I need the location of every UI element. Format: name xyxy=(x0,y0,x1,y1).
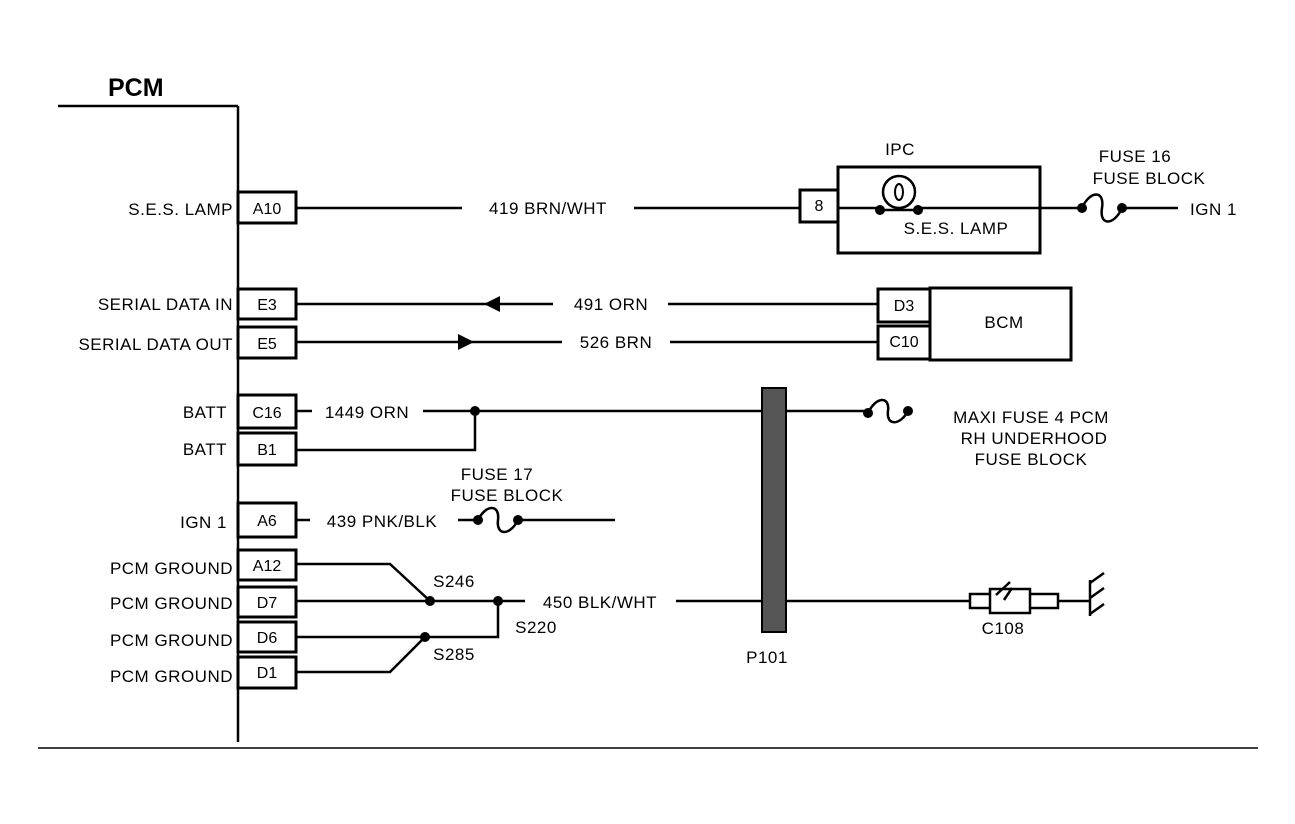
ipc-box xyxy=(836,165,1042,255)
pin-d6-label: D6 xyxy=(257,630,278,647)
c108-connector-icon xyxy=(968,581,1090,615)
wire-526-label: 526 BRN xyxy=(580,333,652,352)
wire-419-label: 419 BRN/WHT xyxy=(489,199,607,218)
bcm-pin-d3-label: D3 xyxy=(894,298,915,315)
fuse17-label-2: FUSE BLOCK xyxy=(451,486,564,505)
batt-label-1: BATT xyxy=(183,403,227,422)
pin-e5-label: E5 xyxy=(257,336,277,353)
pcm-ground-label-2: PCM GROUND xyxy=(110,594,233,613)
pin-d1: D1 xyxy=(236,655,298,690)
s285-label: S285 xyxy=(433,645,475,664)
bcm-pin-d3: D3 xyxy=(876,287,932,324)
bcm-pin-c10-label: C10 xyxy=(889,334,918,351)
pin-b1: B1 xyxy=(236,431,298,467)
fuse16-icon xyxy=(1040,193,1178,223)
fuse16-label-2: FUSE BLOCK xyxy=(1093,169,1206,188)
fuse17-label-1: FUSE 17 xyxy=(461,465,533,484)
arrow-right-icon xyxy=(458,334,474,350)
wire-d6-ground xyxy=(296,601,500,639)
p101-connector xyxy=(761,387,787,633)
pin-c16-label: C16 xyxy=(252,405,281,422)
ign1-right-label: IGN 1 xyxy=(1190,200,1237,219)
fuse16-label-1: FUSE 16 xyxy=(1099,147,1171,166)
pin-e3: E3 xyxy=(236,287,298,321)
maxi-fuse-label-2: RH UNDERHOOD xyxy=(961,429,1108,448)
chassis-ground-icon xyxy=(1088,571,1105,616)
serial-data-out-label: SERIAL DATA OUT xyxy=(78,335,233,354)
ses-lamp-label: S.E.S. LAMP xyxy=(128,200,233,219)
pin-e3-label: E3 xyxy=(257,297,277,314)
pin-d1-label: D1 xyxy=(257,665,278,682)
s220-label: S220 xyxy=(515,618,557,637)
ipc-lamp-label: S.E.S. LAMP xyxy=(904,219,1009,238)
pin-d7: D7 xyxy=(236,585,298,619)
s246-label: S246 xyxy=(433,572,475,591)
pin-a6: A6 xyxy=(236,501,298,539)
bcm-pin-c10: C10 xyxy=(876,324,932,361)
pin-a12: A12 xyxy=(236,548,298,582)
wire-1449-label: 1449 ORN xyxy=(325,403,409,422)
c108-label: C108 xyxy=(982,619,1025,638)
wire-b1-tie xyxy=(296,411,477,452)
pin-c16: C16 xyxy=(236,393,298,430)
wire-d1-ground xyxy=(296,636,426,674)
ipc-title: IPC xyxy=(885,140,915,159)
maxi-fuse-label-1: MAXI FUSE 4 PCM xyxy=(953,408,1109,427)
wire-450-label: 450 BLK/WHT xyxy=(543,593,657,612)
pin-e5: E5 xyxy=(236,325,298,360)
pin-a12-label: A12 xyxy=(253,558,282,575)
pin-a10: A10 xyxy=(236,190,298,225)
p101-label: P101 xyxy=(746,648,788,667)
bcm-label: BCM xyxy=(984,313,1023,332)
batt-label-2: BATT xyxy=(183,440,227,459)
ign1-label: IGN 1 xyxy=(180,513,227,532)
ipc-pin-8-label: 8 xyxy=(815,198,824,215)
ipc-pin-8: 8 xyxy=(798,188,840,224)
maxi-fuse-label-3: FUSE BLOCK xyxy=(975,450,1088,469)
pin-a10-label: A10 xyxy=(253,201,282,218)
s246-splice xyxy=(425,596,435,606)
pin-b1-label: B1 xyxy=(257,442,277,459)
wire-439-label: 439 PNK/BLK xyxy=(327,512,438,531)
pin-d7-label: D7 xyxy=(257,595,278,612)
pcm-ground-label-1: PCM GROUND xyxy=(110,559,233,578)
pin-a6-label: A6 xyxy=(257,513,277,530)
maxi-fuse-icon xyxy=(786,398,913,424)
wire-491-label: 491 ORN xyxy=(574,295,648,314)
fuse17-icon xyxy=(458,506,615,534)
arrow-left-icon xyxy=(484,296,500,312)
pin-d6: D6 xyxy=(236,620,298,654)
pcm-ground-label-3: PCM GROUND xyxy=(110,631,233,650)
pcm-ground-label-4: PCM GROUND xyxy=(110,667,233,686)
serial-data-in-label: SERIAL DATA IN xyxy=(98,295,233,314)
pcm-title: PCM xyxy=(108,74,164,102)
wire-a12-ground xyxy=(296,562,431,602)
bcm-box xyxy=(928,286,1073,362)
ses-lamp-bulb-icon xyxy=(838,174,1040,215)
